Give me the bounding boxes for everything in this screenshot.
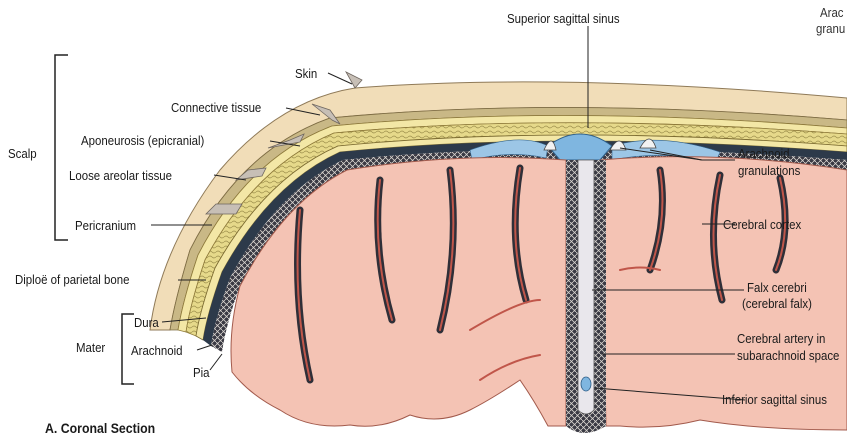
label-arachnoid-granulations-line1: Arachnoid (738, 146, 790, 161)
falx-cerebri (578, 160, 594, 414)
label-arachnoid-granulations-line2: granulations (738, 163, 800, 178)
label-arachnoid: Arachnoid (131, 343, 183, 358)
label-dura: Dura (134, 315, 159, 330)
scalp-bracket (55, 55, 68, 240)
figure-caption: A. Coronal Section (45, 421, 155, 436)
label-arachnoid-granulations-cut-bottom: granu (816, 21, 845, 36)
label-falx-cerebri-line1: Falx cerebri (747, 280, 807, 295)
skin-flap (346, 72, 362, 88)
label-cerebral-artery-line1: Cerebral artery in (737, 331, 825, 346)
label-pia: Pia (193, 365, 210, 380)
label-connective-tissue: Connective tissue (171, 100, 261, 115)
label-falx-cerebri-line2: (cerebral falx) (742, 296, 812, 311)
label-inferior-sagittal-sinus: Inferior sagittal sinus (722, 392, 827, 407)
label-pericranium: Pericranium (75, 218, 136, 233)
label-superior-sagittal-sinus: Superior sagittal sinus (507, 11, 620, 26)
label-diploe: Diploë of parietal bone (15, 272, 129, 287)
label-aponeurosis: Aponeurosis (epicranial) (81, 133, 204, 148)
label-cerebral-artery-line2: subarachnoid space (737, 348, 839, 363)
label-arachnoid-granulations-cut-top: Arac (820, 5, 844, 20)
label-skin: Skin (295, 66, 317, 81)
label-cerebral-cortex: Cerebral cortex (723, 217, 801, 232)
inferior-sagittal-sinus (581, 377, 591, 391)
label-loose-areolar-tissue: Loose areolar tissue (69, 168, 172, 183)
label-scalp: Scalp (8, 146, 37, 161)
label-mater: Mater (76, 340, 105, 355)
